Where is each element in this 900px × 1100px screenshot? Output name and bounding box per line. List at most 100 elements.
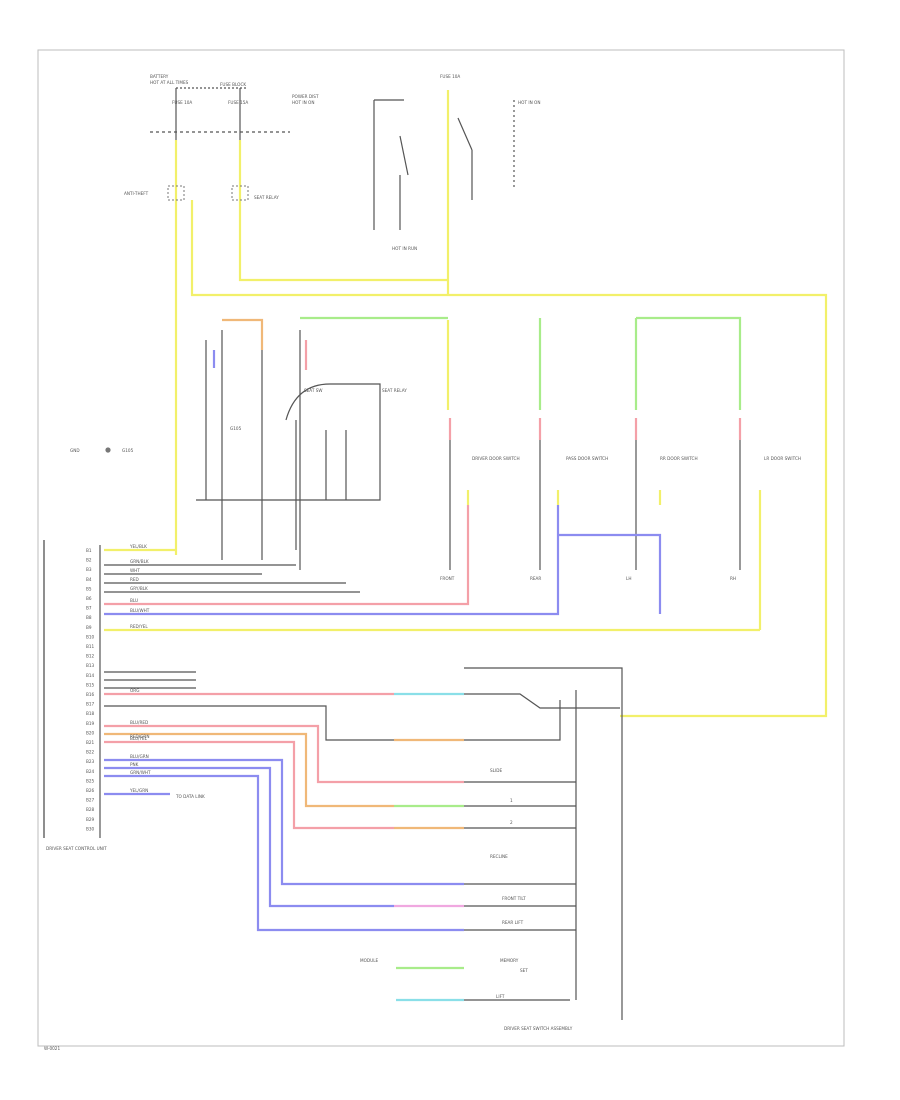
lift-label: LIFT [496,994,505,999]
pin-label: B12 [86,654,95,659]
pin-label: B3 [86,567,92,572]
pin-label: B20 [86,730,95,735]
pin-label: B19 [86,721,95,726]
fan-blue-1 [104,758,464,886]
fan-red-1 [104,724,464,784]
pin-label: B13 [86,663,95,668]
control-unit: DRIVER SEAT CONTROL UNIT TO DATA LINK [43,505,760,932]
pin-label: B16 [86,692,95,697]
splice-b [231,185,249,201]
fan-red-2 [104,740,394,830]
relay-drops [205,330,301,570]
pin-label: B17 [86,702,95,707]
door-d-label: LR DOOR SWITCH [764,456,801,461]
wire-label: ORG [130,688,139,693]
power-section: BATTERY HOT AT ALL TIMES FUSE BLOCK FUSE… [124,74,828,718]
ecu-label: DRIVER SEAT CONTROL UNIT [46,846,107,851]
pin-label: B7 [86,606,92,611]
pin-label: B8 [86,615,92,620]
ground-term-label: GND [70,448,80,453]
pin-label: B26 [86,788,95,793]
set-label: SET [520,968,528,973]
door-switch-leads [449,440,741,570]
set-1-label: 1 [510,798,513,803]
pin-label: B4 [86,577,92,582]
wire-label: BLU/GRN [130,754,149,759]
wire-label: BLU/WHT [130,608,150,613]
diagram-frame [37,49,845,1047]
door-a-sub: FRONT [440,576,455,581]
relay-column [373,99,404,230]
pin-label: B30 [86,826,95,831]
switch-contact-2 [464,700,561,741]
wire-label: PNK [130,762,139,767]
wire-label: WHT [130,568,140,573]
switch-assembly-box [464,667,623,1020]
door-a-label: DRIVER DOOR SWITCH [472,456,520,461]
fan-blue-3 [104,774,464,932]
pin-label: B24 [86,769,95,774]
ignition-label: HOT IN ON [518,100,540,105]
switch-contacts [464,781,576,931]
wire-label: BLU [130,598,138,603]
fuse-block-label: FUSE BLOCK [220,82,246,87]
wire-label: GRN/BLK [130,559,149,564]
door-c-label: RR DOOR SWITCH [660,456,698,461]
relay-section: G105 SEAT SW SEAT RELAY GND G105 DRIVER … [70,316,801,630]
harness-blue-2 [558,533,662,614]
pin-label: B1 [86,548,92,553]
ground-node [105,447,111,453]
hot-at-all-times-label: HOT AT ALL TIMES [150,80,189,85]
relay-note-3-label: SEAT RELAY [254,195,279,200]
pin-label: B27 [86,798,95,803]
fan-orange [104,732,394,808]
harness-8 [104,705,394,741]
door-d-feed [636,316,742,410]
pin-label: B9 [86,625,92,630]
pin-label: B15 [86,682,95,687]
rear-lift-label: REAR LIFT [502,920,524,925]
wire-label: RED/YEL [130,624,148,629]
pin-label: B23 [86,759,95,764]
page-code: W-0021 [44,1046,60,1051]
pin-label: B21 [86,740,95,745]
front-tilt-label: FRONT TILT [502,896,526,901]
hot-in-run-label: HOT IN RUN [392,246,417,251]
pin-label: B14 [86,673,95,678]
fuse-b-label: FUSE 15A [228,100,248,105]
ignition-switch [457,117,473,200]
pin-label: B22 [86,750,95,755]
ground-wire-label: G105 [122,448,134,453]
pin-label: B11 [86,644,95,649]
hot-in-on-label: HOT IN ON [292,100,314,105]
switch-assembly-label: DRIVER SEAT SWITCH ASSEMBLY [504,1026,573,1031]
wire-label: YEL/GRN [129,788,148,793]
fuse-c-label: FUSE 10A [440,74,460,79]
seat-relay-box [196,383,381,501]
feed-wire-mid [238,140,448,282]
recline-label: RECLINE [490,854,508,859]
sensor-note-label: TO DATA LINK [175,794,205,799]
wire-label: RED [130,577,139,582]
slide-label: SLIDE [490,768,502,773]
wire-labels: YEL/BLKGRN/BLKWHTREDGRY/BLKBLUBLU/WHTRED… [129,544,151,793]
splice-a [167,185,185,201]
relay-note-2-label: ANTI-THEFT [124,191,149,196]
pin-label: B25 [86,778,95,783]
main-bus-wire [190,200,828,718]
wire-label: YEL/BLK [129,544,147,549]
fan-blue-2 [104,766,394,908]
pin-label: B18 [86,711,95,716]
wire-label: GRN/WHT [130,770,151,775]
pin-label: B5 [86,586,92,591]
wire-label: BLU/YEL [130,736,148,741]
pin-label: B2 [86,558,92,563]
pin-label: B28 [86,807,95,812]
fuse-a-label: FUSE 10A [172,100,192,105]
set-2-label: 2 [510,820,513,825]
pin-label: B29 [86,817,95,822]
wire-label: BLU/RED [130,720,148,725]
memory-label: MEMORY [500,958,519,963]
door-b-label: PASS DOOR SWITCH [566,456,608,461]
relay-orange-wire [222,318,264,350]
